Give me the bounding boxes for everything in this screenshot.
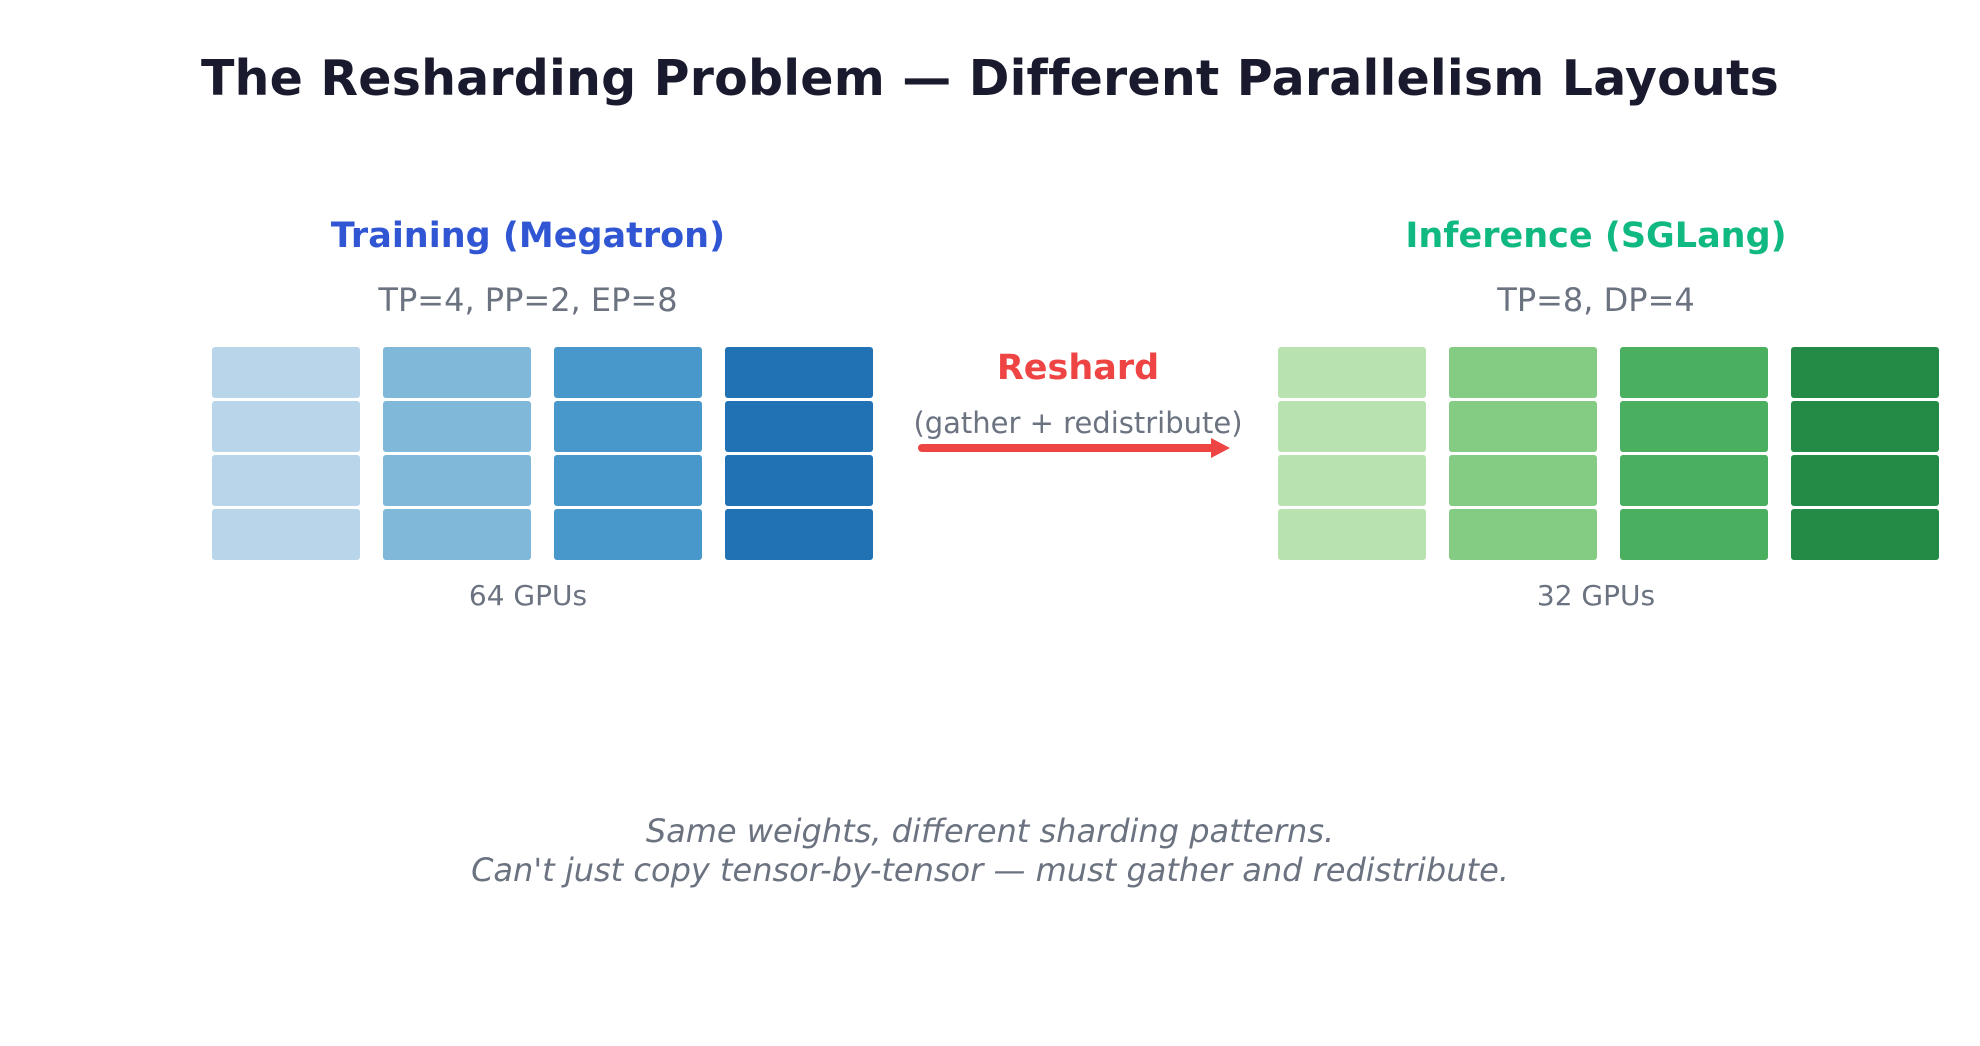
training-title: Training (Megatron) [330, 216, 726, 256]
inference-gpu-block [1791, 347, 1939, 398]
reshard-label: Reshard [996, 348, 1160, 388]
footer-line-1: Same weights, different sharding pattern… [645, 812, 1335, 850]
training-gpu-block [383, 509, 531, 560]
training-gpu-block [725, 455, 873, 506]
reshard-arrow-icon [918, 438, 1230, 458]
inference-gpu-block [1449, 401, 1597, 452]
inference-gpu-block [1620, 347, 1768, 398]
training-gpu-block [725, 509, 873, 560]
inference-gpu-block [1449, 509, 1597, 560]
training-gpu-block [554, 347, 702, 398]
inference-gpu-block [1449, 455, 1597, 506]
training-gpu-block [212, 509, 360, 560]
footer-line-2: Can't just copy tensor-by-tensor — must … [471, 851, 1509, 889]
training-gpu-block [725, 401, 873, 452]
inference-gpu-block [1791, 509, 1939, 560]
inference-gpu-block [1791, 455, 1939, 506]
training-gpu-count: 64 GPUs [468, 579, 588, 612]
inference-gpu-block [1449, 347, 1597, 398]
inference-title: Inference (SGLang) [1405, 216, 1787, 256]
inference-gpu-block [1278, 509, 1426, 560]
training-config: TP=4, PP=2, EP=8 [378, 281, 678, 319]
diagram-title: The Resharding Problem — Different Paral… [200, 50, 1780, 107]
inference-gpu-block [1278, 401, 1426, 452]
inference-gpu-block [1620, 401, 1768, 452]
training-gpu-block [725, 347, 873, 398]
inference-gpu-block [1791, 401, 1939, 452]
reshard-sublabel: (gather + redistribute) [913, 406, 1243, 440]
inference-gpu-count: 32 GPUs [1536, 579, 1656, 612]
training-gpu-block [554, 509, 702, 560]
training-gpu-block [212, 347, 360, 398]
inference-gpu-block [1620, 455, 1768, 506]
training-gpu-block [383, 455, 531, 506]
training-gpu-block [554, 455, 702, 506]
training-gpu-block [212, 401, 360, 452]
training-gpu-block [383, 401, 531, 452]
inference-config: TP=8, DP=4 [1497, 281, 1695, 319]
training-gpu-block [554, 401, 702, 452]
training-gpu-block [383, 347, 531, 398]
training-gpu-block [212, 455, 360, 506]
inference-gpu-block [1278, 347, 1426, 398]
inference-gpu-block [1620, 509, 1768, 560]
inference-gpu-block [1278, 455, 1426, 506]
